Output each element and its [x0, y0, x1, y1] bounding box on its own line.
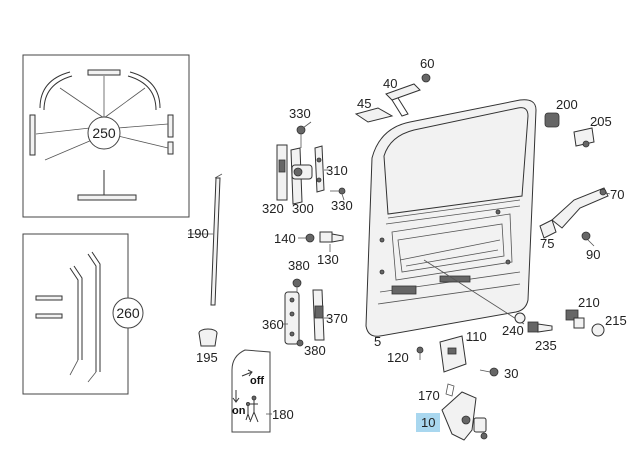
callout-215[interactable]: 215 — [605, 313, 627, 328]
part-195-cap: 195 — [196, 328, 218, 365]
sliding-door-5: 5 — [365, 99, 537, 349]
part-210-240: 240 235 210 215 — [502, 295, 627, 353]
part-200-205: 200 205 — [544, 97, 612, 148]
callout-170[interactable]: 170 — [418, 388, 440, 403]
callout-240[interactable]: 240 — [502, 323, 524, 338]
group-250-box: 250 — [22, 54, 190, 218]
callout-30[interactable]: 30 — [504, 366, 518, 381]
callout-90[interactable]: 90 — [586, 247, 600, 262]
sign-off-text: off — [250, 375, 264, 387]
callout-120[interactable]: 120 — [387, 350, 409, 365]
callout-235[interactable]: 235 — [535, 338, 557, 353]
callout-110[interactable]: 110 — [466, 329, 487, 344]
callout-210[interactable]: 210 — [578, 295, 600, 310]
striker-assembly-360: 380 370 360 380 — [262, 258, 348, 358]
callout-205[interactable]: 205 — [590, 114, 612, 129]
callout-180[interactable]: 180 — [272, 407, 294, 422]
callout-190[interactable]: 190 — [187, 226, 209, 241]
lock-assembly-300: 330 310 320 300 330 — [262, 106, 353, 216]
callout-10-highlight — [416, 413, 440, 432]
sign-on-text: on — [232, 405, 246, 417]
callout-5[interactable]: 5 — [374, 334, 381, 349]
part-140-130: 140 130 — [274, 231, 344, 267]
callout-130[interactable]: 130 — [317, 252, 339, 267]
part-hinge-lower: 110 120 30 170 10 — [387, 329, 518, 441]
callout-320[interactable]: 320 — [262, 201, 284, 216]
callout-70[interactable]: 70 — [610, 187, 624, 202]
callout-300[interactable]: 300 — [292, 201, 314, 216]
callout-195[interactable]: 195 — [196, 350, 218, 365]
callout-330-bottom[interactable]: 330 — [331, 198, 353, 213]
callout-380-bottom[interactable]: 380 — [304, 343, 326, 358]
part-70-75-90: 70 75 90 — [539, 187, 624, 262]
callout-380-top[interactable]: 380 — [288, 258, 310, 273]
callout-140[interactable]: 140 — [274, 231, 296, 246]
part-180-sign: off on 180 — [231, 349, 294, 433]
callout-75[interactable]: 75 — [540, 236, 554, 251]
group-260-box: 260 — [22, 233, 144, 395]
callout-60[interactable]: 60 — [420, 56, 434, 71]
callout-250[interactable]: 250 — [92, 125, 116, 141]
callout-260[interactable]: 260 — [116, 305, 140, 321]
callout-310[interactable]: 310 — [326, 163, 348, 178]
part-40-45-60: 60 40 45 — [354, 56, 434, 123]
part-190-rod: 190 — [187, 173, 223, 306]
callout-330-top[interactable]: 330 — [289, 106, 311, 121]
callout-45[interactable]: 45 — [357, 96, 371, 111]
callout-370[interactable]: 370 — [326, 311, 348, 326]
callout-360[interactable]: 360 — [262, 317, 284, 332]
callout-10[interactable]: 10 — [421, 415, 435, 430]
callout-200[interactable]: 200 — [556, 97, 578, 112]
callout-40[interactable]: 40 — [383, 76, 397, 91]
